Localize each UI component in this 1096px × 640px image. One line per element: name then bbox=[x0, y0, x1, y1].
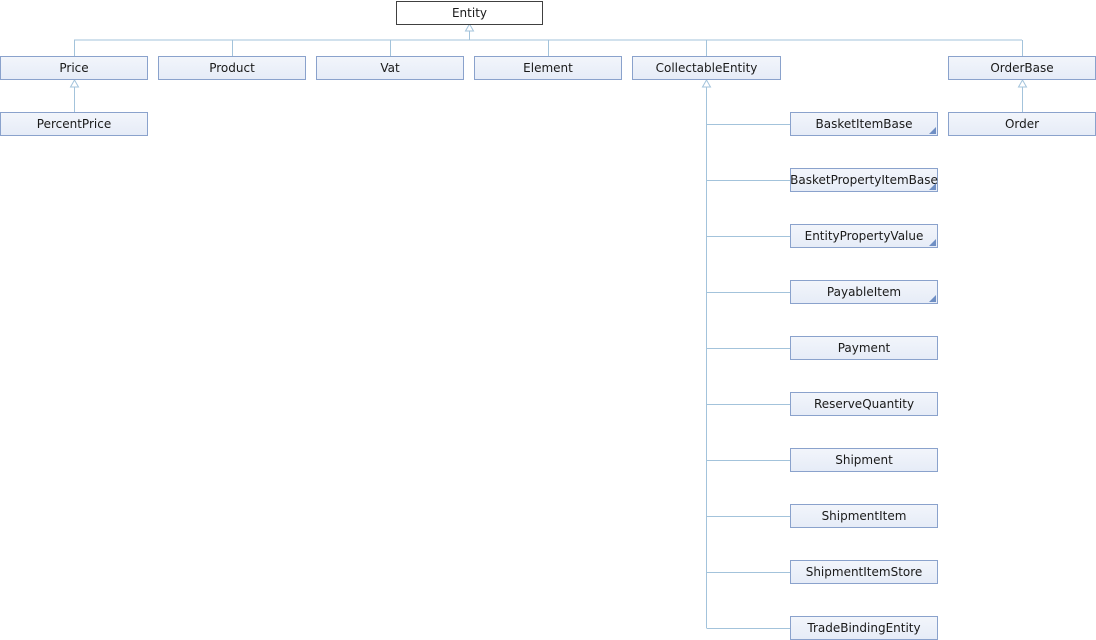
arrow-price bbox=[69, 78, 80, 88]
node-basket-property-item-base[interactable]: BasketPropertyItemBase bbox=[790, 168, 938, 192]
node-order[interactable]: Order bbox=[948, 112, 1096, 136]
node-entity-property-value[interactable]: EntityPropertyValue bbox=[790, 224, 938, 248]
node-payable-item[interactable]: PayableItem bbox=[790, 280, 938, 304]
node-trade-binding-entity[interactable]: TradeBindingEntity bbox=[790, 616, 938, 640]
arrow-orderbase bbox=[1017, 78, 1028, 88]
node-reserve-quantity[interactable]: ReserveQuantity bbox=[790, 392, 938, 416]
node-basket-item-base[interactable]: BasketItemBase bbox=[790, 112, 938, 136]
arrow-entity bbox=[464, 22, 475, 32]
node-payment[interactable]: Payment bbox=[790, 336, 938, 360]
node-shipment-item-store[interactable]: ShipmentItemStore bbox=[790, 560, 938, 584]
node-vat[interactable]: Vat bbox=[316, 56, 464, 80]
node-element[interactable]: Element bbox=[474, 56, 622, 80]
node-product[interactable]: Product bbox=[158, 56, 306, 80]
arrow-collectable bbox=[701, 78, 712, 88]
node-shipment[interactable]: Shipment bbox=[790, 448, 938, 472]
node-collectable-entity[interactable]: CollectableEntity bbox=[632, 56, 781, 80]
node-order-base[interactable]: OrderBase bbox=[948, 56, 1096, 80]
node-percent-price[interactable]: PercentPrice bbox=[0, 112, 148, 136]
node-shipment-item[interactable]: ShipmentItem bbox=[790, 504, 938, 528]
node-price[interactable]: Price bbox=[0, 56, 148, 80]
node-entity: Entity bbox=[396, 1, 543, 25]
